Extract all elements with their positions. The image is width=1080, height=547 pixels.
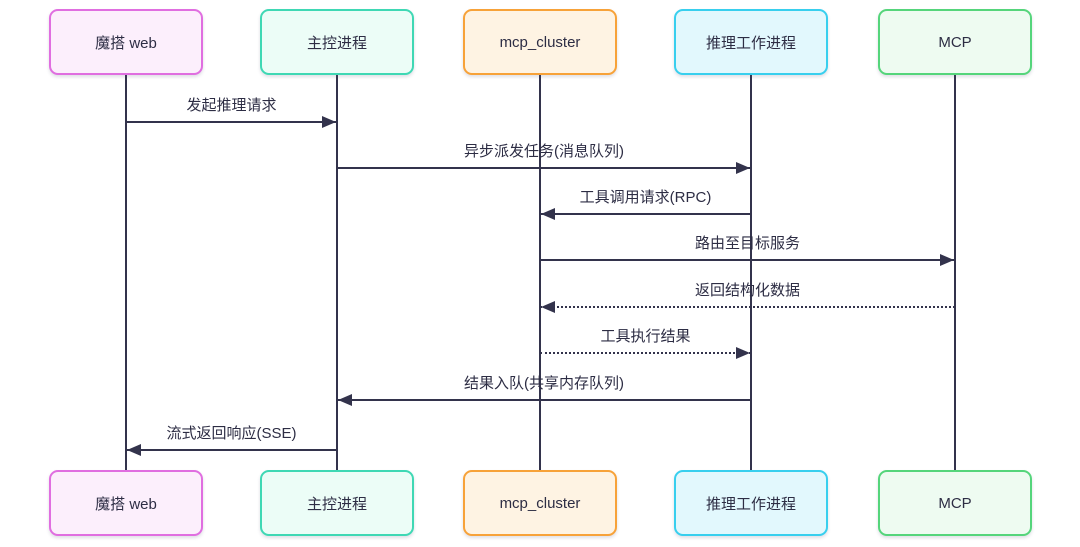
- message-arrowhead-6: [338, 394, 352, 406]
- message-arrowhead-5: [736, 347, 750, 359]
- actor-box-top-modao-web: 魔搭 web: [49, 9, 203, 75]
- message-label-1: 异步派发任务(消息队列): [464, 143, 624, 160]
- message-label-6: 结果入队(共享内存队列): [464, 375, 624, 392]
- message-line-6: [337, 399, 751, 401]
- lifeline-mcp-cluster: [539, 74, 541, 471]
- message-label-5: 工具执行结果: [600, 328, 691, 345]
- actor-box-bottom-mcp: MCP: [878, 470, 1032, 536]
- actor-box-top-mcp-cluster: mcp_cluster: [463, 9, 617, 75]
- message-arrowhead-0: [322, 116, 336, 128]
- message-arrowhead-3: [940, 254, 954, 266]
- actor-box-top-mcp: MCP: [878, 9, 1032, 75]
- message-arrowhead-1: [736, 162, 750, 174]
- actor-box-bottom-modao-web: 魔搭 web: [49, 470, 203, 536]
- message-label-0: 发起推理请求: [186, 97, 277, 114]
- message-line-3: [540, 259, 955, 261]
- lifeline-mcp: [954, 74, 956, 471]
- lifeline-inference-worker: [750, 74, 752, 471]
- message-line-7: [126, 449, 337, 451]
- actor-box-bottom-master-process: 主控进程: [260, 470, 414, 536]
- message-line-1: [337, 167, 751, 169]
- actor-box-bottom-inference-worker: 推理工作进程: [674, 470, 828, 536]
- message-line-5: [540, 352, 751, 354]
- message-arrowhead-7: [127, 444, 141, 456]
- lifeline-master-process: [336, 74, 338, 471]
- actor-box-top-master-process: 主控进程: [260, 9, 414, 75]
- message-label-7: 流式返回响应(SSE): [166, 425, 297, 442]
- message-line-0: [126, 121, 337, 123]
- actor-box-bottom-mcp-cluster: mcp_cluster: [463, 470, 617, 536]
- message-line-4: [540, 306, 955, 308]
- lifeline-modao-web: [125, 74, 127, 471]
- message-label-2: 工具调用请求(RPC): [579, 189, 712, 206]
- actor-box-top-inference-worker: 推理工作进程: [674, 9, 828, 75]
- message-line-2: [540, 213, 751, 215]
- message-arrowhead-2: [541, 208, 555, 220]
- message-arrowhead-4: [541, 301, 555, 313]
- message-label-4: 返回结构化数据: [694, 282, 801, 299]
- message-label-3: 路由至目标服务: [694, 235, 801, 252]
